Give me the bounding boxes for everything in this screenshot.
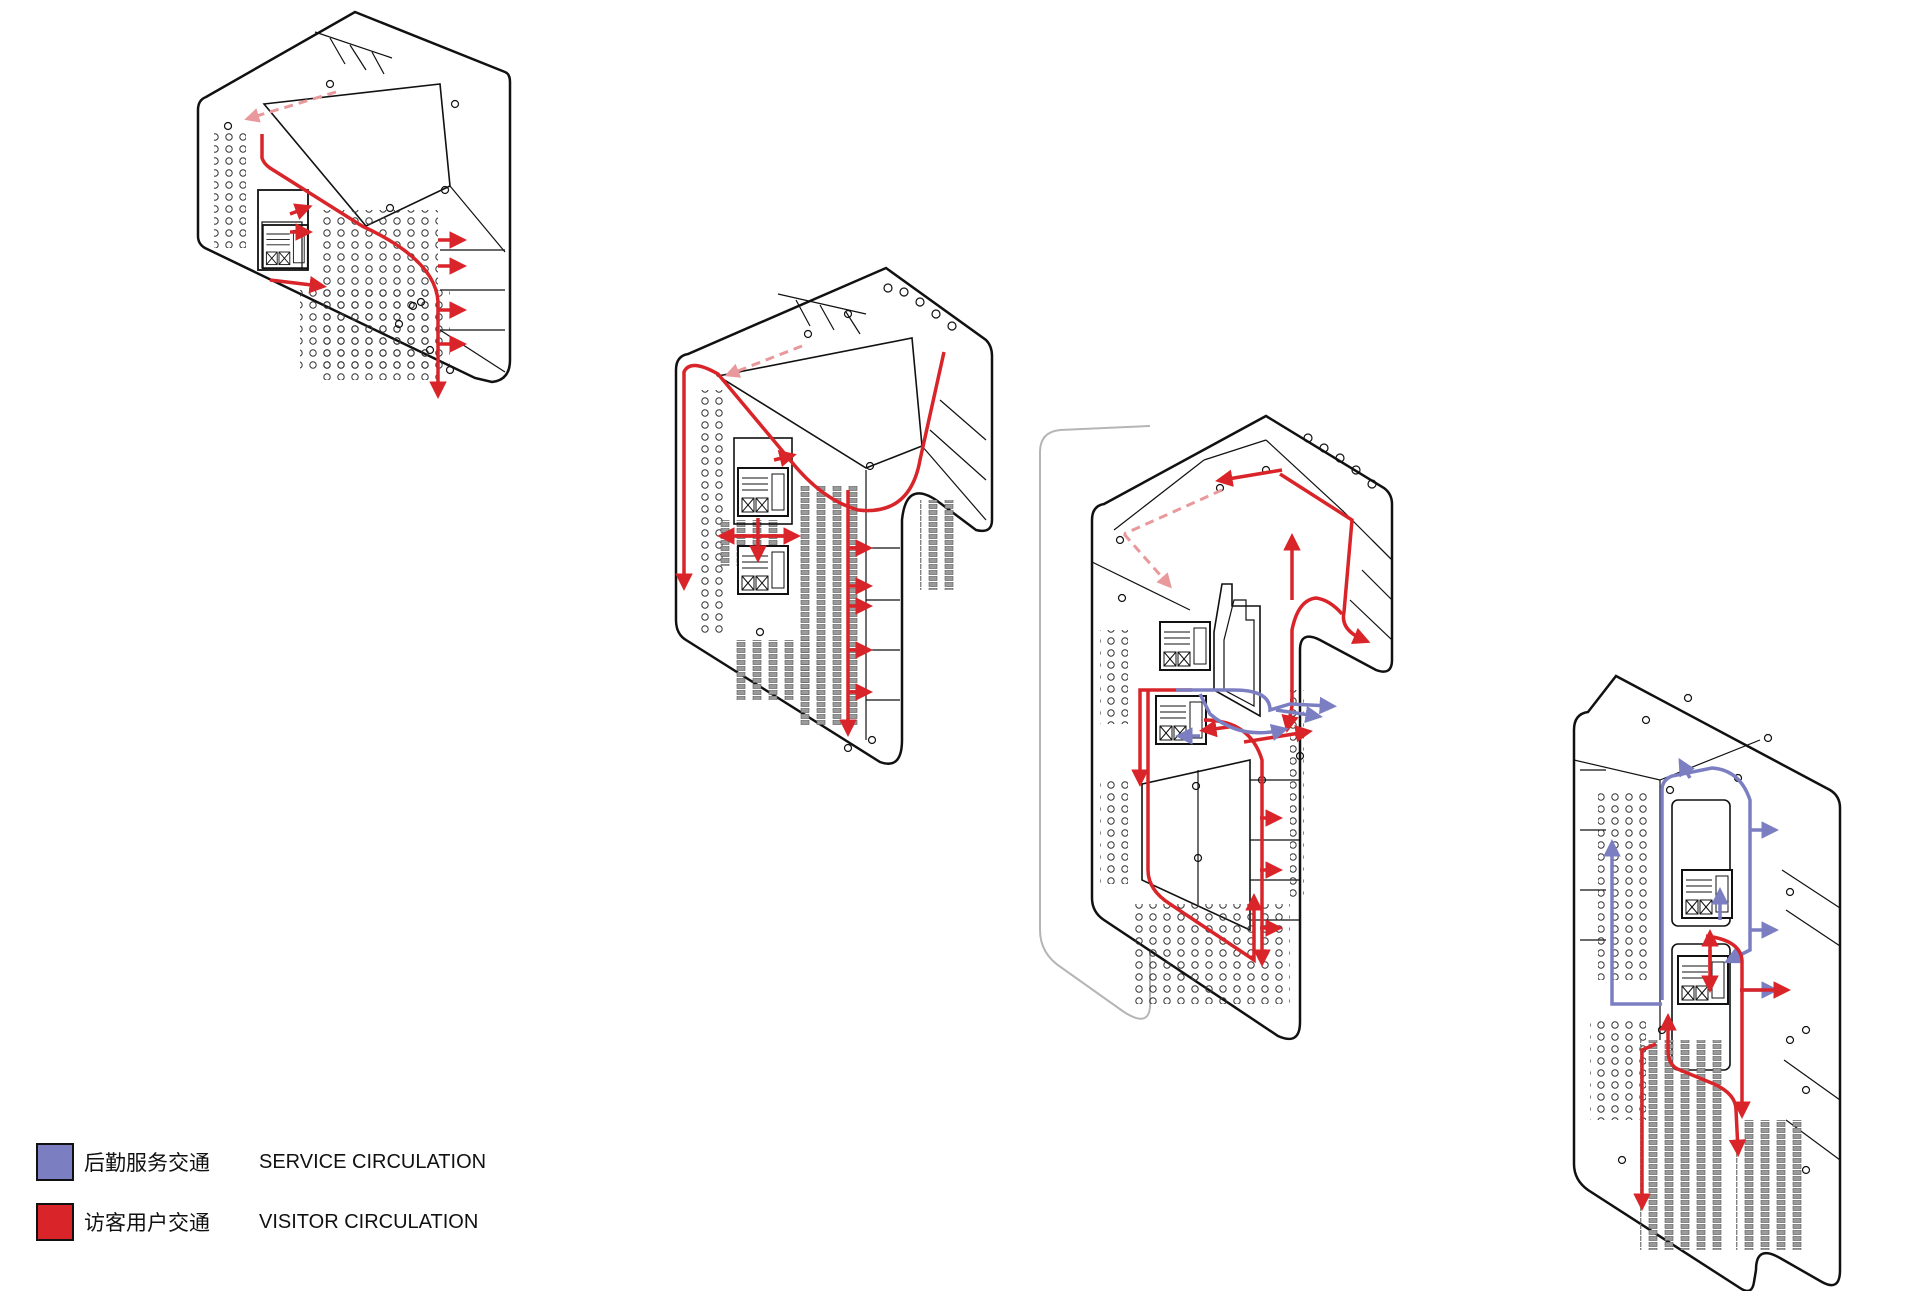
legend-item-service: 后勤服务交通 SERVICE CIRCULATION	[36, 1140, 486, 1184]
visitor-swatch	[36, 1203, 74, 1241]
legend: 后勤服务交通 SERVICE CIRCULATION 访客用户交通 VISITO…	[36, 1140, 486, 1260]
legend-label-cn: 访客用户交通	[84, 1211, 210, 1235]
legend-label-en: SERVICE CIRCULATION	[259, 1150, 487, 1173]
plan-2	[674, 266, 994, 765]
legend-item-visitor: 访客用户交通 VISITOR CIRCULATION	[36, 1200, 486, 1244]
plan-1	[196, 10, 512, 399]
legend-label-en: VISITOR CIRCULATION	[259, 1210, 479, 1233]
legend-label-cn: 后勤服务交通	[84, 1151, 210, 1175]
plan-3	[1039, 414, 1394, 1041]
plan-4	[1572, 674, 1842, 1291]
service-swatch	[36, 1143, 74, 1181]
